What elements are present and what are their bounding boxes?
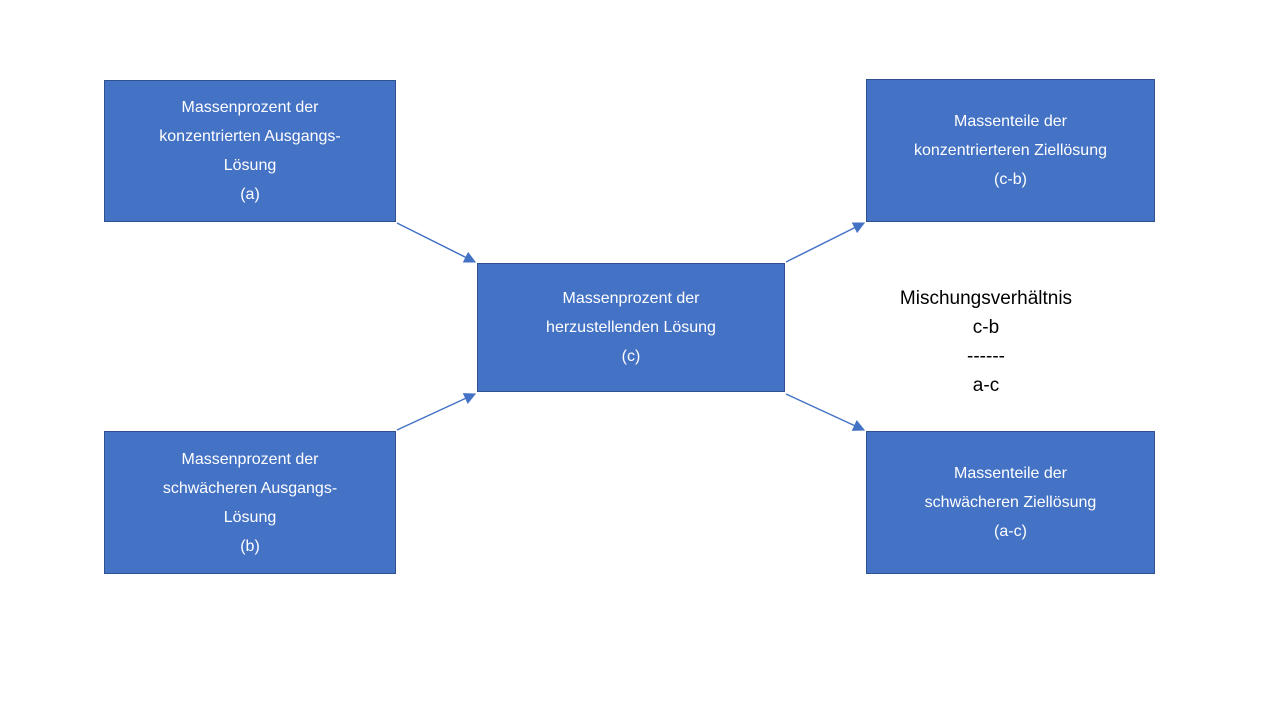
mixing-ratio-title: Mischungsverhältnis bbox=[899, 288, 1073, 309]
box-weaker-source-solution: Massenprozent der schwächeren Ausgangs- … bbox=[104, 431, 396, 574]
arrow-topleft-to-center bbox=[396, 222, 477, 263]
box-line: konzentrierteren Ziellösung bbox=[914, 142, 1107, 159]
box-line: konzentrierten Ausgangs- bbox=[159, 128, 341, 145]
box-line: (c-b) bbox=[994, 171, 1027, 188]
box-line: (b) bbox=[240, 537, 260, 555]
mixing-ratio-divider: ------ bbox=[967, 346, 1005, 367]
box-line: Massenprozent der bbox=[562, 290, 700, 307]
box-solution-to-prepare: Massenprozent der herzustellenden Lösung… bbox=[477, 263, 785, 392]
arrow-bottomleft-to-center bbox=[396, 393, 477, 431]
box-line: (c) bbox=[621, 348, 641, 365]
arrow-center-to-bottomright bbox=[785, 393, 866, 431]
box-line: schwächeren Ziellösung bbox=[924, 494, 1097, 511]
box-line: Lösung bbox=[223, 157, 277, 174]
box-line: (a) bbox=[240, 186, 260, 203]
box-concentrated-source-solution: Massenprozent der konzentrierten Ausgang… bbox=[104, 80, 396, 222]
box-concentrated-target-solution: Massenteile der konzentrierteren Ziellös… bbox=[866, 79, 1155, 222]
mixing-ratio-numerator: c-b bbox=[972, 317, 1000, 338]
box-line: (a-c) bbox=[994, 523, 1027, 540]
box-line: schwächeren Ausgangs- bbox=[162, 479, 338, 497]
box-line: Massenteile der bbox=[954, 113, 1067, 130]
mixing-ratio-note: Mischungsverhältnis c-b ------ a-c bbox=[866, 284, 1106, 400]
box-line: Lösung bbox=[223, 508, 277, 526]
arrow-center-to-topright bbox=[785, 222, 866, 263]
box-line: Massenprozent der bbox=[181, 450, 319, 468]
mixing-ratio-denominator: a-c bbox=[972, 375, 1000, 396]
box-line: Massenteile der bbox=[954, 465, 1067, 482]
box-weaker-target-solution: Massenteile der schwächeren Ziellösung (… bbox=[866, 431, 1155, 574]
box-line: herzustellenden Lösung bbox=[546, 319, 716, 336]
box-line: Massenprozent der bbox=[181, 99, 319, 116]
